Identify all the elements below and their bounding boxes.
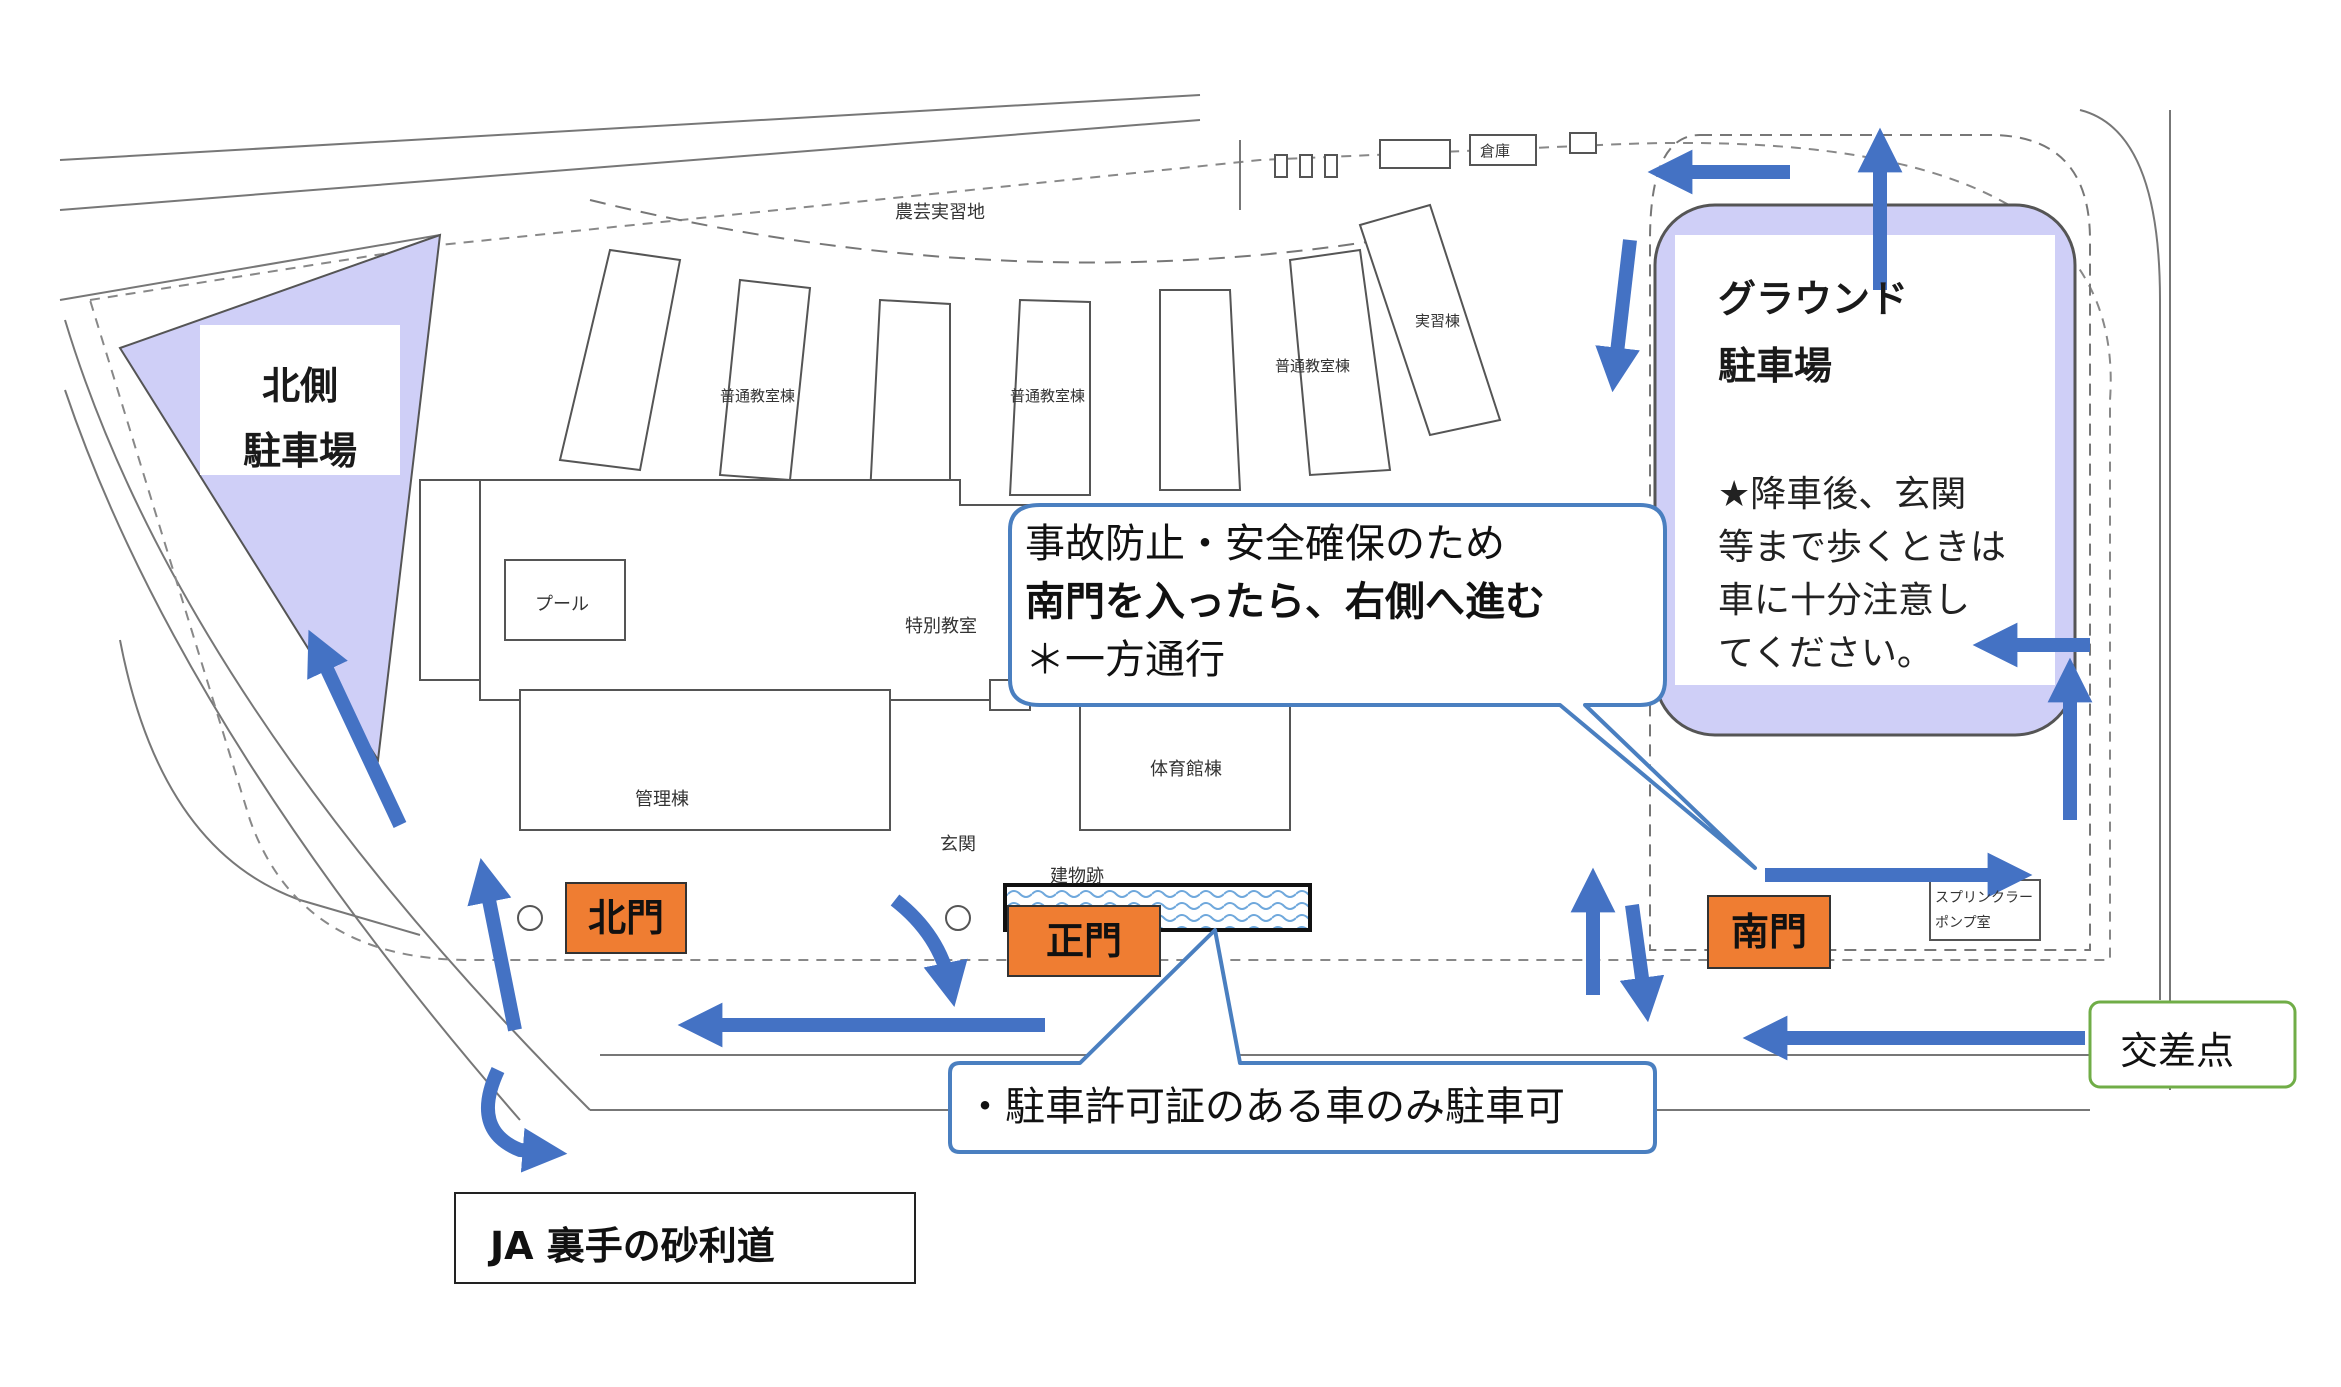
lecture3-label: 普通教室棟 bbox=[1275, 357, 1351, 375]
lecture2-label: 普通教室棟 bbox=[1010, 387, 1086, 405]
lecture1-label: 普通教室棟 bbox=[720, 387, 796, 405]
special-label: 特別教室 bbox=[905, 616, 977, 637]
lab-label: 実習棟 bbox=[1415, 312, 1461, 330]
north-parking-label-bg bbox=[200, 325, 400, 475]
farm-area bbox=[589, 199, 1381, 264]
pool-label: プール bbox=[535, 594, 589, 615]
north-parking-label-1: 北側 bbox=[262, 364, 339, 408]
south-gate-badge: 南門 bbox=[1707, 895, 1831, 969]
shed-label: 倉庫 bbox=[1480, 142, 1511, 160]
permit-callout-shape bbox=[948, 928, 1657, 1154]
main-buildings bbox=[419, 479, 1291, 831]
ground-parking-label-2: 駐車場 bbox=[1718, 344, 1833, 388]
ground-parking-note-3: 車に十分注意し bbox=[1718, 580, 1971, 621]
farm-label: 農芸実習地 bbox=[895, 202, 985, 223]
main-gate-badge: 正門 bbox=[1007, 905, 1161, 977]
lecture-wings bbox=[558, 203, 1502, 496]
ground-parking-label-1: グラウンド bbox=[1718, 277, 1909, 321]
safety-callout-line-1: 事故防止・安全確保のため bbox=[1025, 521, 1505, 567]
gravel-road-box bbox=[454, 1192, 916, 1284]
traffic-arrows bbox=[307, 127, 2093, 1173]
north-parking-label-2: 駐車場 bbox=[243, 429, 358, 473]
permit-callout-text: ・駐車許可証のある車のみ駐車可 bbox=[965, 1084, 1565, 1130]
pump-label-2: ポンプ室 bbox=[1935, 915, 1991, 931]
safety-callout-shape bbox=[1008, 503, 1757, 870]
entrance-label: 玄関 bbox=[940, 834, 976, 855]
gravel-road-label: JA 裏手の砂利道 bbox=[490, 1224, 775, 1268]
campus-boundary bbox=[88, 141, 2112, 961]
pump-label-1: スプリンクラー bbox=[1935, 890, 2033, 906]
top-sheds bbox=[1274, 132, 1597, 178]
intersection-label: 交差点 bbox=[2120, 1029, 2235, 1073]
ground-parking-note-4: てください。 bbox=[1718, 633, 1933, 674]
ruins-label: 建物跡 bbox=[1050, 866, 1104, 887]
north-gate-badge: 北門 bbox=[565, 882, 687, 954]
gate-posts bbox=[517, 905, 971, 931]
ground-parking-label-bg bbox=[1675, 235, 2055, 685]
admin-label: 管理棟 bbox=[635, 789, 689, 810]
safety-callout-line-2: 南門を入ったら、右側へ進む bbox=[1025, 579, 1545, 625]
safety-callout-line-3: ＊一方通行 bbox=[1025, 637, 1225, 683]
ground-parking-note-1: ★降車後、玄関 bbox=[1718, 474, 1967, 515]
intersection-box bbox=[2088, 1000, 2297, 1089]
ground-parking-note-2: 等まで歩くときは bbox=[1718, 527, 2007, 568]
north-parking-area bbox=[118, 233, 442, 763]
gym-label: 体育館棟 bbox=[1150, 759, 1222, 780]
